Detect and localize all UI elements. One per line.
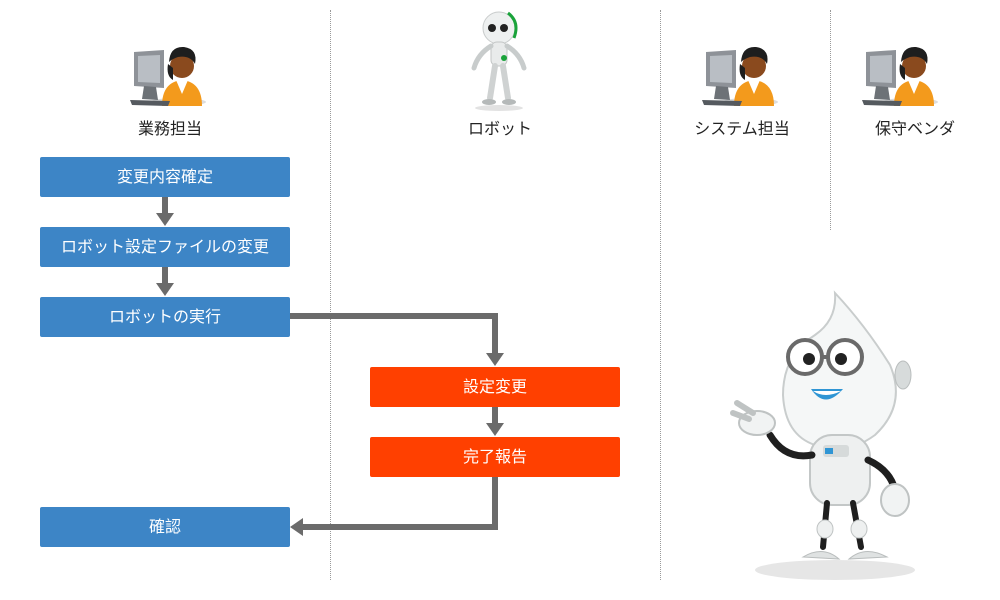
- step-report-done: 完了報告: [370, 437, 620, 477]
- step-change-config: ロボット設定ファイルの変更: [40, 227, 290, 267]
- step-confirm: 確認: [40, 507, 290, 547]
- step-run-robot: ロボットの実行: [40, 297, 290, 337]
- arrow-shaft: [162, 197, 168, 214]
- arrow-shaft: [492, 407, 498, 424]
- arrow-head: [290, 518, 303, 536]
- arrow-head: [486, 353, 504, 366]
- lane-divider: [330, 10, 331, 580]
- lane-label-robot: ロボット: [467, 119, 532, 138]
- arrow-shaft: [492, 313, 498, 354]
- lane-label-system: システム担当: [694, 119, 790, 138]
- person-at-computer-icon: [702, 46, 778, 106]
- person-at-computer-icon: [130, 46, 206, 106]
- arrow-shaft: [492, 477, 498, 530]
- lane-label-business: 業務担当: [137, 119, 202, 138]
- arrow-head: [156, 283, 174, 296]
- arrow-shaft: [302, 524, 498, 530]
- lane-divider: [830, 10, 831, 230]
- arrow-head: [486, 423, 504, 436]
- arrow-head: [156, 213, 174, 226]
- person-at-computer-icon: [862, 46, 938, 106]
- step-change-content: 変更内容確定: [40, 157, 290, 197]
- lane-label-vendor: 保守ベンダ: [874, 119, 955, 138]
- step-change-settings: 設定変更: [370, 367, 620, 407]
- robot-mascot-icon: [730, 290, 915, 580]
- lane-divider: [660, 10, 661, 580]
- arrow-shaft: [162, 267, 168, 284]
- arrow-shaft: [290, 313, 498, 319]
- robot-icon: [471, 11, 527, 111]
